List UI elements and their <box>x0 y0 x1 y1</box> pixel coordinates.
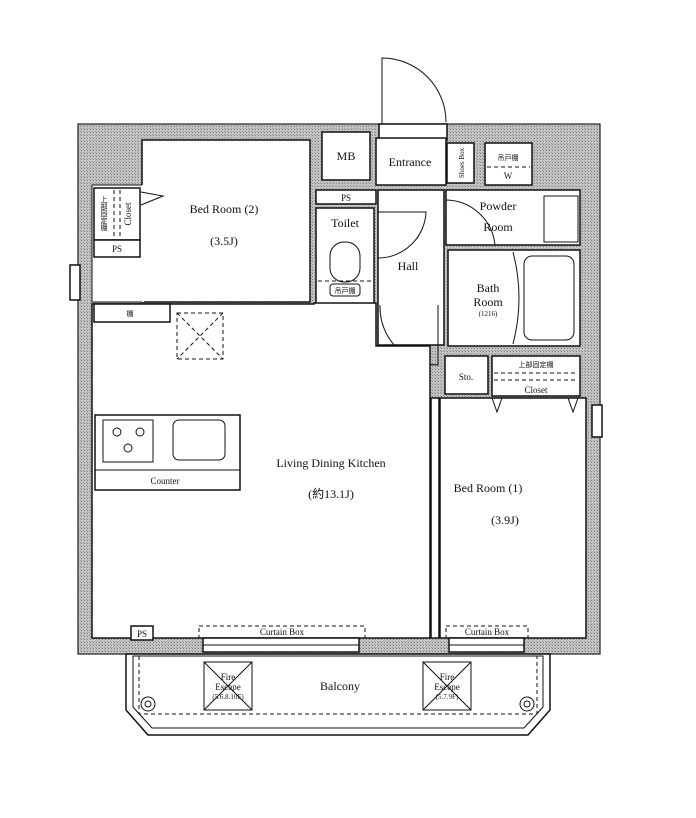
w-box-fixture: 吊戸棚 <box>498 153 519 162</box>
living-dining-kitchen: 棚 Counter Living Dining Kitchen (約13.1J) <box>91 302 431 639</box>
counter-label: Counter <box>151 476 180 486</box>
curtain-box-left-label: Curtain Box <box>260 627 305 637</box>
bedroom2-size: (3.5J) <box>210 234 238 248</box>
ps-bottom-box <box>130 625 154 641</box>
powder-label-2: Room <box>483 220 513 234</box>
fire-escape-right-1: Fire <box>440 672 455 682</box>
sink-icon <box>172 419 226 461</box>
storage-box <box>444 355 489 395</box>
closet-left-shelf: 上部固定棚 <box>100 195 108 232</box>
closet-right: 上部固定棚 Closet <box>491 355 581 397</box>
fire-escape-left: Fire Escape (5.6.8.10F) <box>203 661 253 711</box>
sliding-partition[interactable] <box>430 397 440 639</box>
right-window <box>591 404 603 438</box>
shoes-box-label: Shoes Box <box>458 147 466 178</box>
ldk-label: Living Dining Kitchen <box>276 456 385 470</box>
closet-left: Closet 上部固定棚 <box>93 187 165 241</box>
entrance-label: Entrance <box>389 155 432 169</box>
shoes-box[interactable] <box>446 142 475 184</box>
kitchen-counter <box>94 414 241 491</box>
hall: Hall <box>377 189 445 366</box>
ps-left-box <box>93 239 141 258</box>
bedroom2-label: Bed Room (2) <box>190 202 259 216</box>
ps-mid-label: PS <box>341 193 351 203</box>
balcony: Balcony <box>125 653 551 736</box>
mb-box <box>321 131 371 181</box>
ldk-shelf <box>93 303 171 323</box>
storage-label: Sto. <box>459 372 473 382</box>
w-box-label: W <box>504 171 513 181</box>
toilet-label: Toilet <box>331 216 359 230</box>
bedroom-1: Bed Room (1) (3.9J) <box>439 397 587 639</box>
powder-label-1: Powder <box>480 199 517 213</box>
ldk-shelf-label: 棚 <box>127 309 134 318</box>
bedroom1-label: Bed Room (1) <box>454 481 523 495</box>
closet-right-shelf: 上部固定棚 <box>519 360 554 369</box>
stove-icon <box>102 419 154 463</box>
fire-escape-right-note: (5.7.9F) <box>436 693 459 701</box>
fire-escape-right-2: Escape <box>434 682 459 692</box>
ps-bottom-label: PS <box>137 629 147 639</box>
mb-label: MB <box>337 149 356 163</box>
w-box <box>484 142 533 186</box>
bedroom1-size: (3.9J) <box>491 513 519 527</box>
closet-right-label: Closet <box>524 385 548 395</box>
curtain-box-right-label: Curtain Box <box>465 627 510 637</box>
bath-size: (1216) <box>479 310 498 318</box>
bathroom: Bath Room (1216) <box>447 249 581 347</box>
bath-label-2: Room <box>473 295 503 309</box>
bath-label-1: Bath <box>477 281 500 295</box>
front-door-swing <box>381 57 447 130</box>
fire-escape-left-note: (5.6.8.10F) <box>212 693 244 701</box>
hall-label: Hall <box>398 259 419 273</box>
fire-escape-left-2: Escape <box>215 682 240 692</box>
ldk-size: (約13.1J) <box>308 486 354 501</box>
toilet-bowl-icon <box>329 241 361 283</box>
closet-left-label: Closet <box>123 202 133 226</box>
left-window <box>69 264 81 301</box>
fire-escape-left-1: Fire <box>221 672 236 682</box>
fire-escape-right: Fire Escape (5.7.9F) <box>422 661 472 711</box>
toilet-fixture: 吊戸棚 <box>335 286 356 295</box>
toilet: Toilet 吊戸棚 <box>315 207 375 305</box>
powder-room: Powder Room <box>445 189 581 246</box>
entrance: Entrance Shoes Box 吊戸棚 W <box>375 137 533 186</box>
ceiling-hatch <box>176 312 224 360</box>
balcony-label: Balcony <box>320 679 360 693</box>
ps-mid-box <box>315 189 377 205</box>
ps-left-label: PS <box>112 244 122 254</box>
